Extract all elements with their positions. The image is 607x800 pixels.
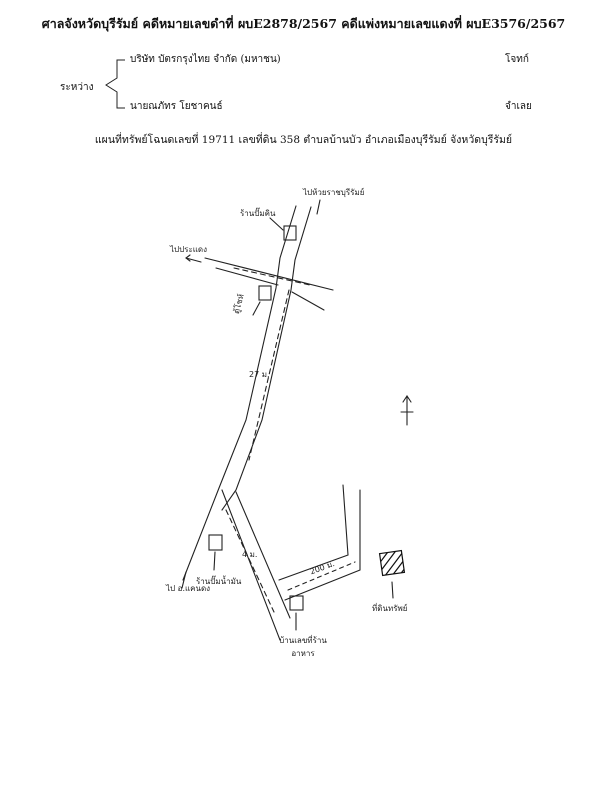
main-road-right-edge bbox=[221, 206, 312, 511]
left-road-arrowhead bbox=[185, 254, 191, 262]
branch-road-centerline bbox=[225, 509, 275, 613]
lower-left-arrow bbox=[181, 571, 187, 589]
top-road-dest-label: ไปห้วยราชบุรีรัมย์ bbox=[303, 188, 365, 197]
document-title: ศาลจังหวัดบุรีรัมย์ คดีหมายเลขดำที่ ผบE2… bbox=[41, 16, 566, 31]
shop-top-box bbox=[283, 225, 297, 241]
branch-road-left-edge bbox=[221, 489, 281, 641]
cross-road-bottom-right-edge bbox=[291, 291, 325, 311]
alley-centerline bbox=[287, 561, 356, 591]
shop-bottom-label: บ้านเลขที่ร้านอาหาร bbox=[279, 636, 327, 658]
main-road-centerline bbox=[248, 289, 290, 461]
cross-road-bottom-left-edge bbox=[215, 267, 279, 286]
property-pointer bbox=[391, 581, 394, 599]
alley-bottom-edge bbox=[284, 489, 361, 601]
map-subtitle: แผนที่ทรัพย์โฉนดเลขที่ 19711 เลขที่ดิน 3… bbox=[94, 134, 513, 146]
shop-left-box bbox=[258, 285, 272, 301]
plaintiff-role: โจทก์ bbox=[505, 54, 529, 65]
cross-road-top-edge bbox=[204, 257, 334, 291]
road-width-main-label: 27 ม. bbox=[249, 370, 270, 379]
lower-left-dest-label: ไป อ.แคนดง bbox=[166, 584, 211, 593]
shop-lower-label: ร้านปั๊มน้ำมัน bbox=[196, 577, 242, 586]
property-parcel bbox=[378, 549, 406, 577]
north-arrow-head bbox=[402, 395, 412, 403]
cross-road-centerline bbox=[233, 267, 311, 286]
party-bracket bbox=[105, 59, 125, 109]
alley-top-edge bbox=[278, 484, 349, 581]
left-road-dest-label: ไปประแดง bbox=[170, 245, 208, 254]
alley-width-label: 4 ม. bbox=[242, 550, 258, 559]
branch-road-right-edge bbox=[235, 491, 291, 619]
top-road-arrow bbox=[316, 199, 321, 215]
shop-bottom-box bbox=[289, 595, 304, 611]
defendant-role: จำเลย bbox=[505, 101, 532, 112]
defendant-name: นายณภัทร โยชาคนธ์ bbox=[130, 101, 223, 112]
left-road-arrow bbox=[185, 257, 202, 263]
shop-top-label: ร้านปั๊มคิน bbox=[240, 209, 276, 218]
between-label: ระหว่าง bbox=[60, 82, 94, 93]
shop-lower-pointer bbox=[213, 551, 216, 571]
property-label: ที่ดินทรัพย์ bbox=[372, 604, 408, 613]
shop-left-pointer bbox=[252, 301, 261, 316]
main-road-left-edge bbox=[182, 205, 297, 581]
shop-top-pointer bbox=[269, 217, 284, 231]
shop-lower-box bbox=[208, 534, 223, 551]
plaintiff-name: บริษัท บัตรกรุงไทย จำกัด (มหาชน) bbox=[130, 54, 281, 65]
